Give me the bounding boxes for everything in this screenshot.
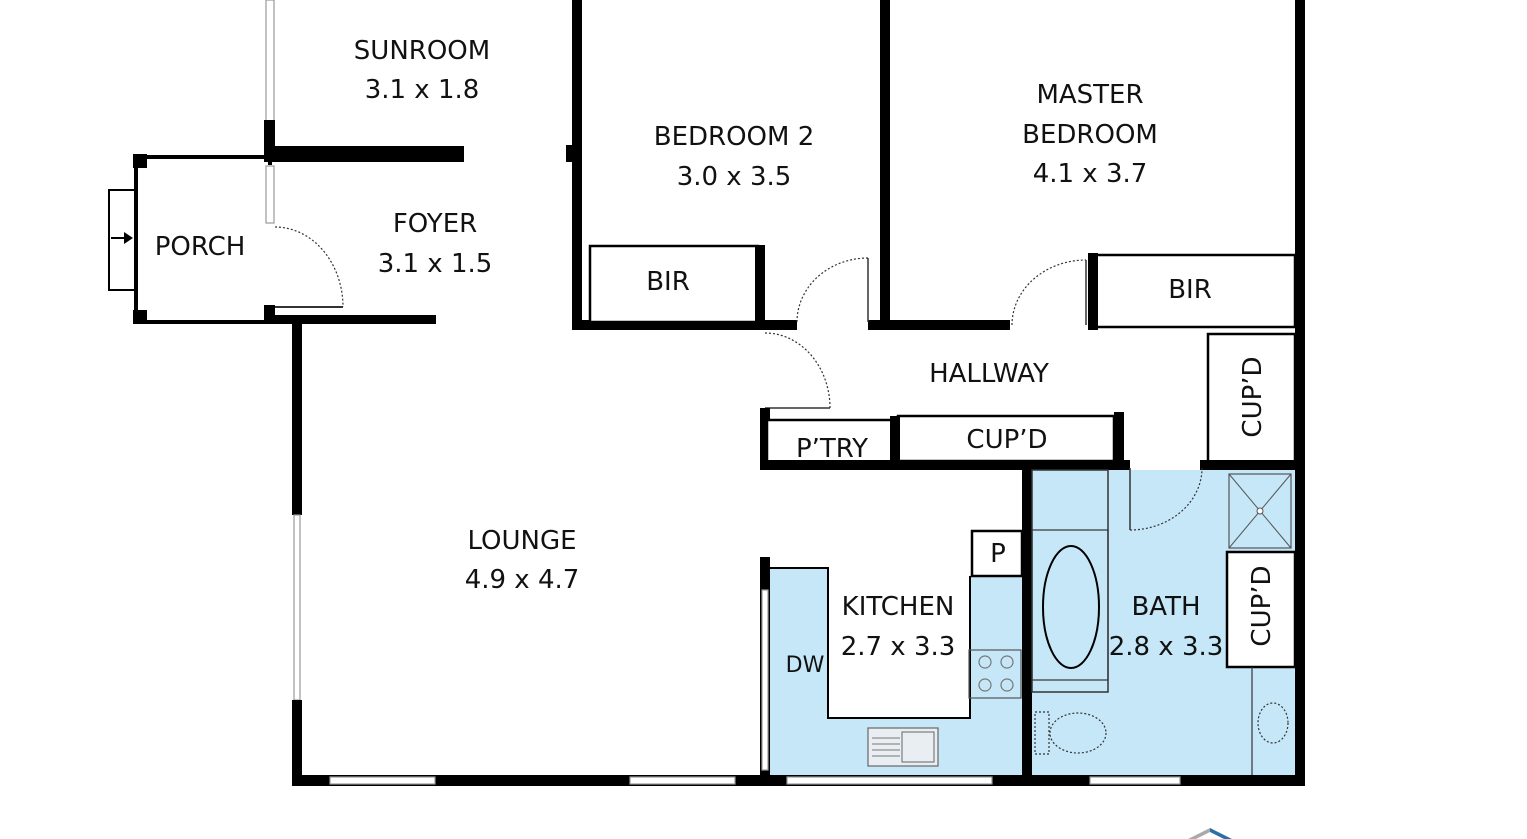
bath-window: [1089, 776, 1181, 785]
bath-door[interactable]: [1129, 467, 1203, 531]
hall-cupboard-vertical-label: CUP’D: [1238, 356, 1268, 437]
bath-cupboard-label: CUP’D: [1247, 565, 1277, 646]
sunroom-size: 3.1 x 1.8: [365, 75, 480, 105]
lounge-bottom-window-2: [629, 776, 736, 785]
master-door[interactable]: [1011, 259, 1087, 326]
hall-cupboard-vertical: [1206, 332, 1297, 464]
bedroom2-bir-label: BIR: [646, 267, 690, 297]
foyer-wall: [264, 315, 436, 324]
bath-label: BATH: [1131, 592, 1200, 622]
bath-cupboard: [1225, 550, 1297, 669]
foyer-size: 3.1 x 1.5: [378, 249, 493, 279]
kitchen-pantry-p: [970, 529, 1024, 578]
bath-size: 2.8 x 3.3: [1109, 632, 1224, 662]
bedroom2-label: BEDROOM 2: [654, 122, 815, 152]
front-door[interactable]: [274, 226, 344, 308]
basin: [1257, 702, 1289, 744]
logo-icon: [1188, 828, 1232, 839]
porch-label: PORCH: [155, 232, 246, 262]
kitchen-area: [770, 568, 1022, 775]
sunroom-label: SUNROOM: [354, 36, 490, 66]
kitchen-window: [786, 776, 993, 785]
master-label-line1: MASTER: [1036, 80, 1143, 110]
sink: [867, 727, 939, 767]
kitchen-label: KITCHEN: [842, 592, 955, 622]
dishwasher-label: DW: [786, 653, 825, 678]
lounge-hall-door[interactable]: [764, 332, 831, 409]
pantry-label: P’TRY: [796, 434, 868, 464]
master-size: 4.1 x 3.7: [1033, 159, 1148, 189]
hall-cupboard-label: CUP’D: [966, 425, 1047, 455]
bedroom2-size: 3.0 x 3.5: [677, 162, 792, 192]
bathtub: [1042, 545, 1100, 669]
cooktop: [968, 649, 1022, 699]
hallway-label: HALLWAY: [929, 359, 1049, 389]
porch-step: [108, 189, 136, 291]
toilet: [1049, 712, 1107, 754]
foyer-label: FOYER: [393, 209, 477, 239]
sunroom-window: [265, 0, 275, 123]
lounge-window: [293, 514, 301, 701]
porch-window: [265, 165, 275, 224]
master-label-line2: BEDROOM: [1022, 120, 1158, 150]
master-bir-label: BIR: [1168, 275, 1212, 305]
lounge-label: LOUNGE: [467, 526, 576, 556]
shower: [1228, 473, 1292, 549]
kitchen-p-label: P: [990, 539, 1006, 569]
lounge-bottom-window: [329, 776, 436, 785]
sunroom-foyer-wall: [264, 146, 464, 162]
bedroom2-door[interactable]: [796, 257, 869, 323]
kitchen-size: 2.7 x 3.3: [841, 632, 956, 662]
lounge-size: 4.9 x 4.7: [465, 565, 580, 595]
